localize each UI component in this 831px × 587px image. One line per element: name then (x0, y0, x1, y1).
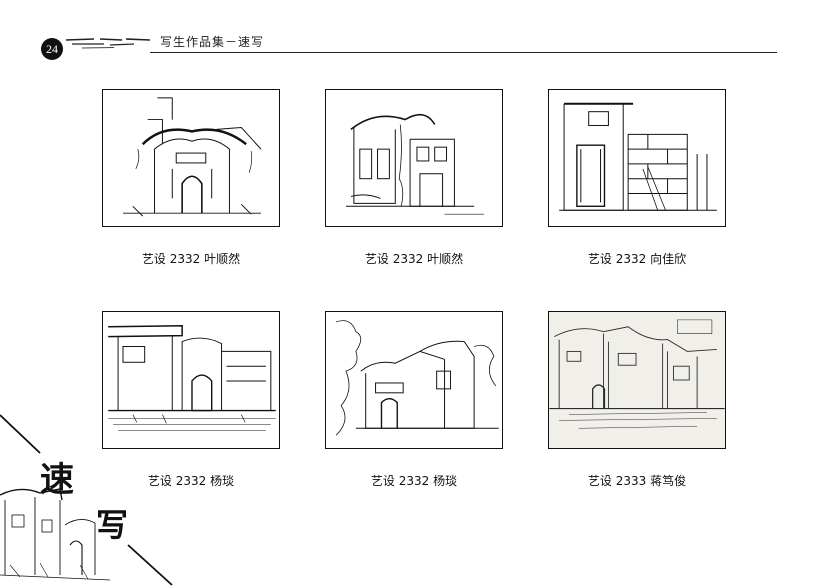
village-street-sketch-icon (108, 325, 276, 431)
sketch-caption-3: 艺设 2332 向佳欣 (587, 252, 687, 266)
huizhou-houses-sketch-icon (549, 312, 725, 448)
corner-calligraphy-su: 速 (40, 460, 74, 500)
sketch-image-6 (548, 311, 726, 449)
sketch-caption-1: 艺设 2332 叶顺然 (141, 252, 241, 266)
brush-stroke-ornament (65, 38, 151, 49)
trees-house-sketch-icon (335, 320, 499, 436)
overgrown-house-sketch-icon (346, 113, 484, 215)
village-corner-sketch (0, 414, 173, 586)
village-gate-sketch-icon (123, 97, 262, 217)
sketch-caption-4: 艺设 2332 杨琰 (147, 474, 235, 488)
sketch-caption-2: 艺设 2332 叶顺然 (364, 252, 464, 266)
sketch-caption-6: 艺设 2333 蒋笃俊 (587, 474, 687, 488)
page-number-badge: 24 (41, 38, 63, 60)
page-title: 写生作品集－速写 (160, 35, 265, 49)
sketch-caption-5: 艺设 2332 杨琰 (370, 474, 458, 488)
sketch-image-1 (102, 89, 280, 227)
old-wall-door-sketch-icon (559, 102, 717, 211)
corner-calligraphy-xie: 写 (96, 506, 129, 544)
sketch-image-5 (325, 311, 503, 449)
sketch-image-3 (548, 89, 726, 227)
sketch-image-4 (102, 311, 280, 449)
header-divider (150, 52, 777, 53)
sketch-image-2 (325, 89, 503, 227)
